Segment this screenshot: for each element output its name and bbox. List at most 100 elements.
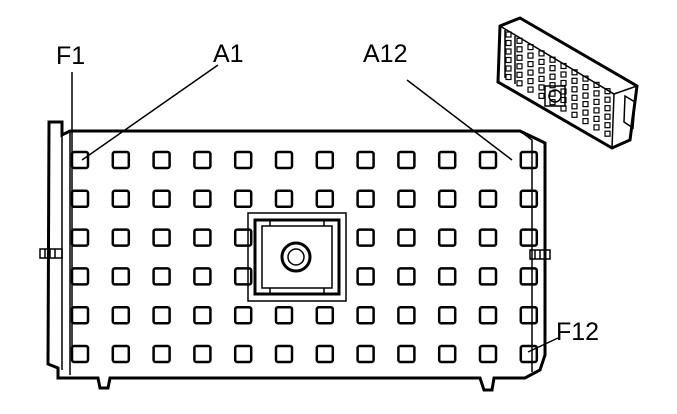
cavity-B8 [356,189,375,209]
thumbnail-cavity [560,88,567,95]
cavity-E12 [519,305,539,325]
thumbnail-cavity [527,60,534,68]
cavity-B7 [315,189,335,209]
cavity-E4 [193,305,212,325]
thumbnail-cavity [549,56,556,63]
cavity-A2 [111,150,131,170]
thumbnail-cavity [560,79,567,87]
cavity-A6 [274,150,294,170]
thumbnail-cavity [571,103,578,110]
thumbnail-cavity [538,58,545,66]
thumbnail-cavity [604,113,611,120]
thumbnail-cavity [593,81,600,89]
leader-lines [71,64,559,353]
cavity-E11 [478,305,498,325]
cavity-D9 [397,267,416,286]
thumbnail-cavity [582,83,589,91]
connector-thumbnail [496,16,639,150]
cavity-C4 [193,228,212,247]
cavity-B11 [478,189,498,209]
thumbnail-cavity [560,62,567,70]
thumbnail-cavity [604,122,611,129]
cavity-B5 [233,189,253,209]
cavity-F5 [233,344,253,364]
leader-a12 [406,79,513,161]
cavity-F11 [478,344,498,364]
thumbnail-cavity [516,37,523,44]
cavity-F2 [111,344,131,364]
cavity-D4 [193,267,212,286]
thumbnail-cavity [516,80,523,87]
cavity-A5 [233,150,253,170]
cavity-F9 [397,344,416,364]
thumbnail-cavity [516,71,523,78]
thumbnail-cavity [527,69,534,76]
thumbnail-cavity [505,31,512,38]
cavity-C1 [70,228,90,247]
cavity-F8 [356,344,375,364]
cavity-D3 [152,267,171,286]
thumbnail-cavity [516,46,523,53]
cavity-F7 [315,344,335,364]
cavity-D5 [233,267,253,286]
thumbnail-cavity [593,90,600,97]
cavity-E8 [356,305,375,325]
thumbnail-cavity [505,65,512,72]
thumbnail-cavity [516,54,523,61]
cavity-A1 [70,150,90,170]
cavity-A9 [397,150,416,170]
cavity-E1 [70,305,90,325]
thumbnail-cavity [538,84,545,91]
cavity-D12 [519,267,539,286]
leader-f12 [527,337,559,353]
cavity-B1 [70,189,90,209]
cavity-A3 [152,150,171,170]
center-post [247,212,347,302]
cavity-B2 [111,189,131,209]
thumbnail-cavity [593,115,600,123]
thumbnail-cavity [538,67,545,74]
cavity-A7 [315,150,335,170]
thumbnail-cavity [505,73,512,81]
thumbnail-cavity [582,109,589,116]
cavity-C9 [397,228,416,247]
thumbnail-cavity [505,39,512,47]
cavity-F3 [152,344,171,364]
thumbnail-cavity [549,73,556,80]
cavity-C2 [111,228,131,247]
cavity-A12 [519,150,539,170]
cavity-F6 [274,344,294,364]
cavity-F1 [70,344,90,364]
thumbnail-cavity [516,63,523,70]
cavity-B6 [274,189,294,209]
cavity-A11 [478,150,498,170]
thumbnail-cavity [560,96,567,104]
cavity-D1 [70,267,90,286]
cavity-E7 [315,305,335,325]
cavity-C11 [478,228,498,247]
cavity-C10 [437,228,457,247]
right-latch [529,249,551,260]
thumbnail-cavity [538,92,545,100]
thumbnail-cavity [527,52,534,59]
label-a1: A1 [213,40,244,68]
cavity-E5 [233,305,253,325]
leader-a1 [81,64,219,161]
left-latch [39,248,63,259]
thumbnail-cavity [571,86,578,93]
thumbnail-cavity [571,94,578,101]
thumbnail-cavity [571,69,578,76]
cavity-B3 [152,189,171,209]
cavity-B9 [397,189,416,209]
cavity-A4 [193,150,212,170]
cavity-D10 [437,267,457,286]
thumbnail-cavity [604,88,611,95]
cavity-D11 [478,267,498,286]
thumbnail-cavity [582,92,589,99]
cavity-E9 [397,305,416,325]
thumbnail-cavity [527,86,534,93]
thumbnail-cavity [505,48,512,55]
cavity-grid [70,150,539,364]
cavity-E6 [274,305,294,325]
cavity-F12 [519,344,539,364]
